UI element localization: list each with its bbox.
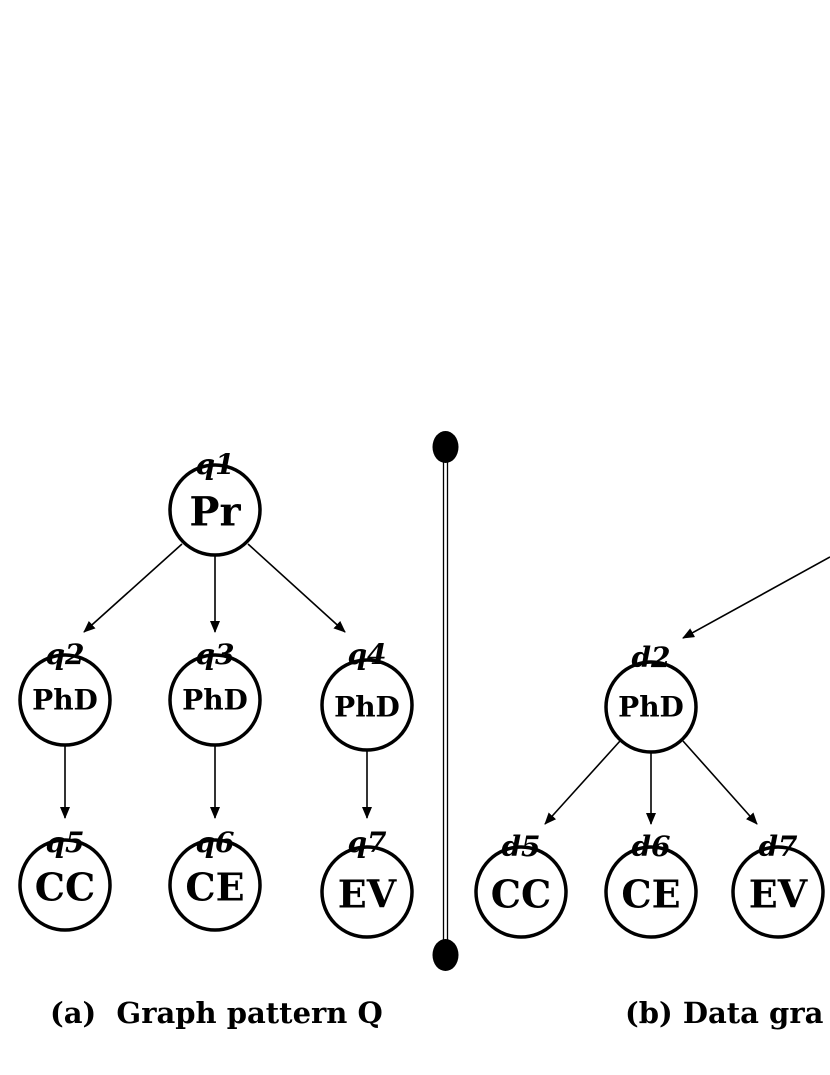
node-label: CC (491, 872, 552, 917)
panel-divider (432, 431, 459, 971)
node-id: q4 (347, 638, 386, 671)
edge-d2-d5 (544, 740, 621, 825)
node-circle (474, 845, 568, 939)
edge-d2-d7 (682, 740, 758, 825)
node-circle (18, 838, 112, 932)
pattern-node-q4: PhD q4 (320, 638, 414, 752)
pattern-node-q3: PhD q3 (168, 638, 262, 747)
node-label: CE (185, 865, 244, 910)
node-circle (320, 658, 414, 752)
node-circle (168, 653, 262, 747)
node-id: q5 (45, 826, 84, 859)
caption-data-graph: (b) Data gra (625, 996, 824, 1030)
node-label: PhD (618, 691, 684, 724)
divider-bottom-cap (432, 939, 459, 971)
node-label: PhD (32, 684, 98, 717)
node-id: q3 (195, 638, 234, 671)
node-id: d2 (631, 641, 670, 674)
node-id: d7 (758, 830, 798, 863)
node-id: d5 (501, 830, 540, 863)
node-circle (168, 463, 262, 557)
node-id: q6 (195, 826, 234, 859)
pattern-node-q1: Pr q1 (168, 448, 262, 557)
node-id: q1 (195, 448, 234, 481)
node-id: q2 (45, 638, 84, 671)
node-circle (731, 845, 825, 939)
node-label: Pr (189, 489, 241, 536)
data-graph-edges (544, 556, 830, 825)
node-label: CC (35, 865, 96, 910)
node-circle (18, 653, 112, 747)
node-circle (168, 838, 262, 932)
node-label: EV (338, 872, 398, 917)
node-circle (604, 660, 698, 754)
data-node-d2: PhD d2 (604, 641, 698, 754)
pattern-node-q7: EV q7 (320, 826, 414, 939)
divider-top-cap (432, 431, 459, 463)
edge-q1-q4 (247, 543, 346, 633)
caption-pattern: (a) Graph pattern Q (50, 996, 383, 1030)
data-node-d6: CE d6 (604, 830, 698, 939)
node-id: q7 (347, 826, 387, 859)
pattern-node-q2: PhD q2 (18, 638, 112, 747)
data-node-d7: EV d7 (731, 830, 825, 939)
edge-offscreen-d2 (682, 556, 830, 639)
edge-q1-q2 (83, 543, 183, 633)
pattern-node-q5: CC q5 (18, 826, 112, 932)
node-label: EV (749, 872, 809, 917)
pattern-node-q6: CE q6 (168, 826, 262, 932)
pattern-edges (60, 543, 372, 819)
node-label: CE (621, 872, 680, 917)
node-circle (604, 845, 698, 939)
node-label: PhD (182, 684, 248, 717)
node-circle (320, 845, 414, 939)
node-id: d6 (631, 830, 670, 863)
node-label: PhD (334, 691, 400, 724)
data-node-d5: CC d5 (474, 830, 568, 939)
